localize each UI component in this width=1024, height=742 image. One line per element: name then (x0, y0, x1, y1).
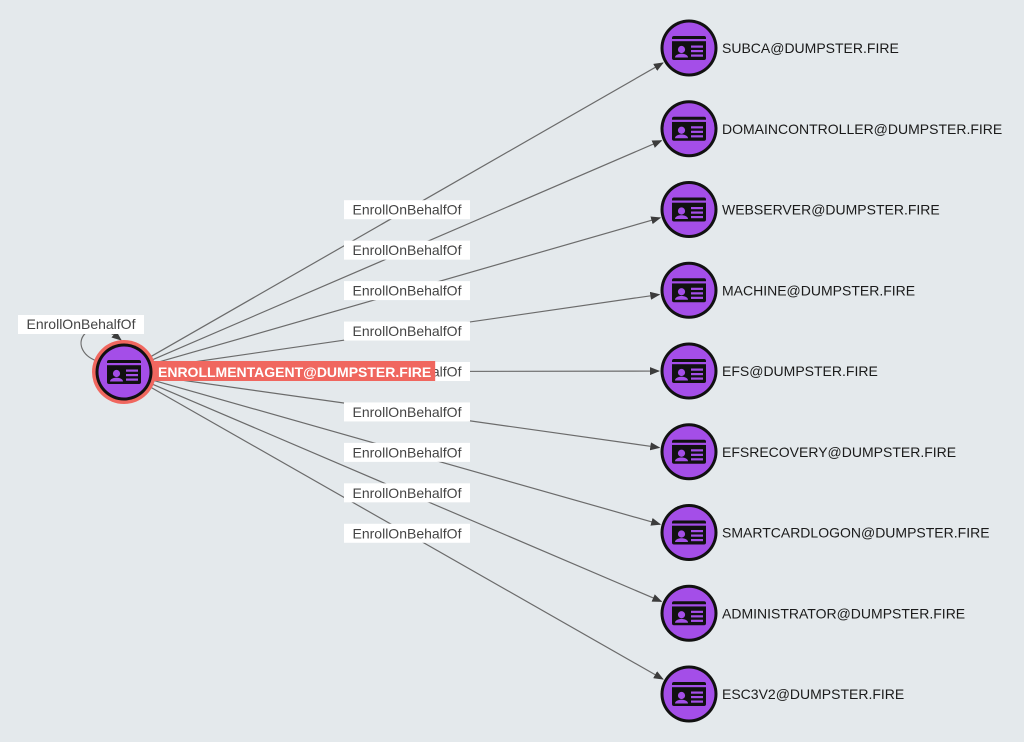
edge-label-background (344, 200, 470, 220)
nodes-layer: SUBCA@DUMPSTER.FIRE DOMAINCONTROLLER@DUMP… (92, 19, 1002, 723)
source-node-label[interactable]: ENROLLMENTAGENT@DUMPSTER.FIRE (154, 361, 436, 381)
edge-label-efsrecovery: EnrollOnBehalfOf (344, 402, 470, 422)
id-card-icon (672, 36, 706, 60)
edge-label-smartcardlogon: EnrollOnBehalfOf (344, 442, 470, 462)
edge-labels-layer: EnrollOnBehalfOfEnrollOnBehalfOfEnrollOn… (18, 200, 470, 543)
edge-label-domaincontroller: EnrollOnBehalfOf (344, 240, 470, 260)
id-card-icon (672, 601, 706, 626)
id-card-icon (672, 520, 706, 545)
node-esc3v2[interactable] (660, 665, 718, 723)
edge-label-background (344, 321, 470, 341)
edge-label-machine: EnrollOnBehalfOf (344, 321, 470, 341)
edge-label-esc3v2: EnrollOnBehalfOf (344, 523, 470, 543)
node-label-efs[interactable]: EFS@DUMPSTER.FIRE (722, 363, 878, 379)
node-efsrecovery[interactable] (660, 423, 718, 481)
edge-label-text: EnrollOnBehalfOf (353, 525, 462, 541)
id-card-icon (672, 682, 706, 706)
edge-label-text: EnrollOnBehalfOf (353, 242, 462, 258)
node-label-machine[interactable]: MACHINE@DUMPSTER.FIRE (722, 282, 915, 298)
edge-label-subca: EnrollOnBehalfOf (344, 200, 470, 220)
id-card-icon (672, 116, 706, 141)
edge-label-background (344, 402, 470, 422)
node-label-subca[interactable]: SUBCA@DUMPSTER.FIRE (722, 40, 899, 56)
node-label-esc3v2[interactable]: ESC3V2@DUMPSTER.FIRE (722, 686, 904, 702)
id-card-icon (672, 278, 706, 303)
edge-label-background (344, 281, 470, 301)
edge-label-self-loop: EnrollOnBehalfOf (18, 315, 144, 334)
node-webserver[interactable] (660, 181, 718, 238)
node-label-efsrecovery[interactable]: EFSRECOVERY@DUMPSTER.FIRE (722, 444, 956, 460)
overlap-labels-layer: EnrollOnBehalfOfENROLLMENTAGENT@DUMPSTER… (154, 361, 470, 381)
id-card-icon (672, 439, 706, 464)
edge-label-background (18, 315, 144, 334)
id-card-icon (672, 197, 706, 222)
edge-label-text: EnrollOnBehalfOf (353, 444, 462, 460)
edge-label-text: EnrollOnBehalfOf (353, 323, 462, 339)
node-source-enrollmentagent[interactable] (92, 340, 156, 404)
edge-label-background (344, 442, 470, 462)
edge-label-background (344, 523, 470, 543)
edge-label-text: EnrollOnBehalfOf (353, 283, 462, 299)
node-smartcardlogon[interactable] (660, 504, 718, 561)
node-subca[interactable] (660, 19, 718, 77)
node-domaincontroller[interactable] (660, 100, 718, 158)
node-label-smartcardlogon[interactable]: SMARTCARDLOGON@DUMPSTER.FIRE (722, 525, 990, 541)
id-card-icon (672, 359, 706, 383)
id-card-icon (107, 360, 141, 384)
node-administrator[interactable] (660, 584, 718, 642)
source-node-label-text: ENROLLMENTAGENT@DUMPSTER.FIRE (158, 364, 431, 380)
node-label-administrator[interactable]: ADMINISTRATOR@DUMPSTER.FIRE (722, 605, 965, 621)
edge-label-background (344, 483, 470, 503)
edge-label-webserver: EnrollOnBehalfOf (344, 281, 470, 301)
source-node-label-background (154, 361, 436, 381)
edge-label-text: EnrollOnBehalfOf (353, 485, 462, 501)
edge-label-text: EnrollOnBehalfOf (27, 316, 136, 332)
node-machine[interactable] (660, 261, 718, 319)
edge-label-text: EnrollOnBehalfOf (353, 404, 462, 420)
edge-label-administrator: EnrollOnBehalfOf (344, 483, 470, 503)
edge-label-background (344, 240, 470, 260)
node-label-webserver[interactable]: WEBSERVER@DUMPSTER.FIRE (722, 202, 940, 218)
edge-label-text: EnrollOnBehalfOf (353, 202, 462, 218)
node-efs[interactable] (660, 342, 718, 400)
node-label-domaincontroller[interactable]: DOMAINCONTROLLER@DUMPSTER.FIRE (722, 121, 1002, 137)
